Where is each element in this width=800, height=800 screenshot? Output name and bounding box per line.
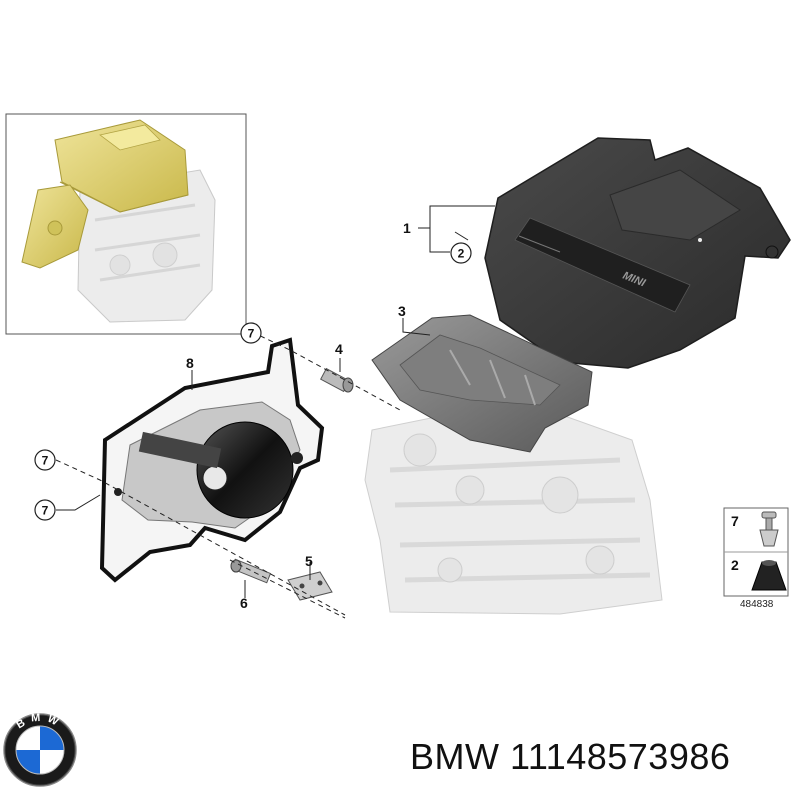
part-caption: BMW 11148573986 [410,736,795,786]
callout-4: 4 [335,341,343,357]
callout-7a: 7 [248,327,255,341]
engine-cover: MINI [484,137,791,369]
inset-highlighted-shield [21,184,89,269]
callout-1: 1 [403,220,411,236]
caption-brand: BMW [410,736,500,777]
callout-7c-circle: 7 [34,499,56,521]
legend-box: 7 2 484838 [723,507,789,610]
inset-highlighted-cover [54,119,189,213]
callout-5: 5 [305,553,313,569]
legend-item-7: 7 [731,513,739,529]
heat-shield [99,337,325,583]
bmw-logo: BMW [3,712,77,787]
legend-reference-number: 484838 [740,599,774,610]
callout-7a-circle: 7 [240,322,262,344]
clip-icon [759,511,779,547]
grommet-icon [751,560,787,591]
callout-2: 2 [458,247,465,261]
callout-3: 3 [398,303,406,319]
legend-item-2: 2 [731,557,739,573]
callout-7b-circle: 7 [34,449,56,471]
engine-block [364,399,663,615]
leader-lines [55,205,495,619]
callout-7c: 7 [42,504,49,518]
sound-insulation [371,314,593,453]
callout-7b: 7 [42,454,49,468]
callout-8: 8 [186,355,194,371]
bolt-part-4 [320,367,354,393]
callout-2-circle: 2 [450,242,472,264]
callout-6: 6 [240,595,248,611]
callouts: 1 2 3 7 4 8 7 7 5 6 [34,220,472,611]
caption-part-number: 11148573986 [510,736,731,777]
overview-inset [5,113,247,335]
heat-shield-ring [196,421,294,519]
